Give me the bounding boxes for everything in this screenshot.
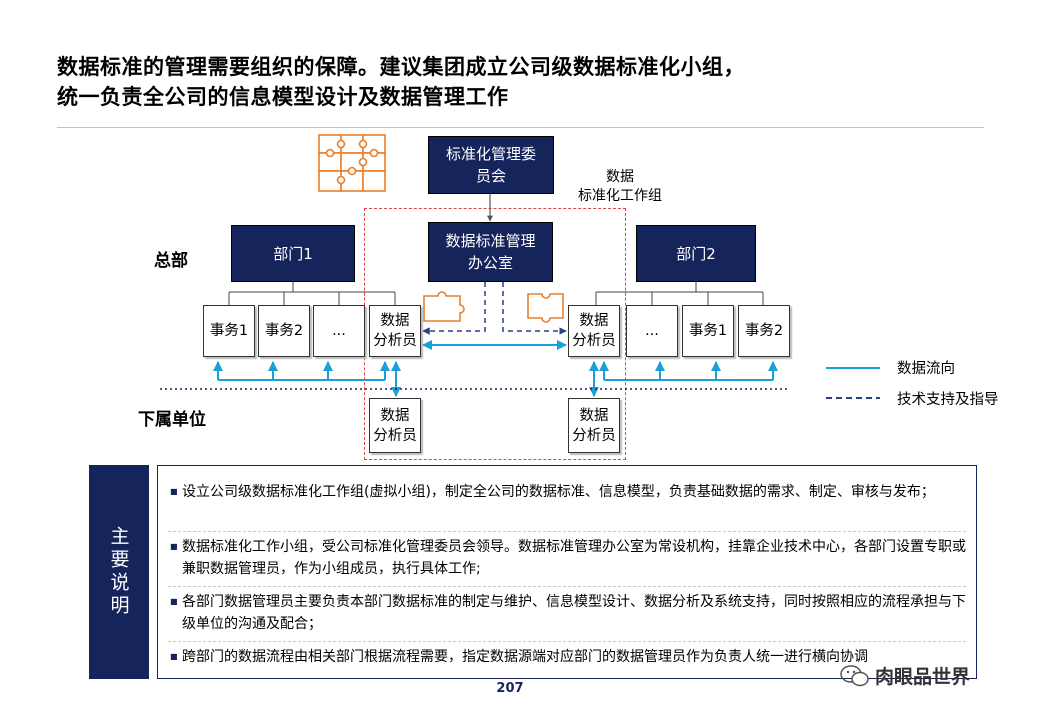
watermark: 肉眼品世界 (840, 662, 970, 689)
note-separator (168, 586, 966, 587)
watermark-text: 肉眼品世界 (875, 666, 971, 688)
right-sub-analyst-line-2: 分析员 (572, 427, 616, 444)
right-hq-analyst-line-1: 数据 (579, 313, 609, 329)
data-standard-office-box: 数据标准管理 办公室 (428, 222, 553, 282)
page-title: 数据标准的管理需要组织的保障。建议集团成立公司级数据标准化小组， 统一负责全公司… (57, 52, 745, 112)
note-separator (168, 641, 966, 642)
subsidiary-label: 下属单位 (138, 410, 206, 430)
working-group-label-line-2: 标准化工作组 (578, 188, 662, 204)
right-task-box-more: ... (626, 305, 678, 357)
wechat-icon (840, 664, 869, 686)
right-task-box-2: 事务2 (738, 305, 790, 357)
note-item-2: 数据标准化工作小组，受公司标准化管理委员会领导。数据标准管理办公室为常设机构，挂… (170, 536, 970, 580)
title-line-1: 数据标准的管理需要组织的保障。建议集团成立公司级数据标准化小组， (57, 55, 745, 79)
puzzle-piece-icon (423, 291, 465, 322)
legend-tech-support-label: 技术支持及指导 (897, 392, 999, 408)
page-number: 207 (496, 681, 524, 696)
committee-line-1: 标准化管理委 (445, 145, 536, 163)
right-subsidiary-analyst-box: 数据 分析员 (568, 398, 620, 453)
department-1-box: 部门1 (231, 225, 355, 282)
puzzle-piece-icon-right (527, 293, 564, 323)
title-divider (57, 127, 984, 128)
dept1-tree (228, 282, 396, 305)
dept2-tree (595, 282, 764, 305)
puzzle-grid-icon (318, 134, 386, 192)
working-group-label-line-1: 数据 (606, 169, 634, 185)
note-item-4: 跨部门的数据流程由相关部门根据流程需要，指定数据源端对应部门的数据管理员作为负责… (170, 646, 970, 668)
notes-tab-label: 主要说明 (107, 526, 130, 618)
right-hq-analyst-line-2: 分析员 (572, 333, 616, 349)
left-task-box-1: 事务1 (203, 305, 255, 357)
office-line-2: 办公室 (467, 254, 513, 272)
title-line-2: 统一负责全公司的信息模型设计及数据管理工作 (57, 85, 509, 109)
right-task-box-1: 事务1 (682, 305, 734, 357)
left-task-box-2: 事务2 (258, 305, 310, 357)
note-item-3: 各部门数据管理员主要负责本部门数据标准的制定与维护、信息模型设计、数据分析及系统… (170, 591, 970, 635)
committee-line-2: 员会 (475, 167, 506, 185)
right-data-flow (589, 361, 778, 397)
notes-panel: 设立公司级数据标准化工作组(虚拟小组)，制定全公司的数据标准、信息模型，负责基础… (157, 465, 977, 679)
legend-data-flow-label: 数据流向 (897, 361, 955, 377)
left-task-box-more: ... (313, 305, 365, 357)
left-data-flow (213, 361, 401, 397)
note-item-1: 设立公司级数据标准化工作组(虚拟小组)，制定全公司的数据标准、信息模型，负责基础… (170, 481, 970, 503)
left-sub-analyst-line-2: 分析员 (373, 427, 417, 444)
right-hq-analyst-box: 数据 分析员 (568, 305, 620, 357)
department-2-box: 部门2 (636, 225, 756, 282)
working-group-label: 数据 标准化工作组 (568, 168, 672, 206)
hq-label: 总部 (154, 251, 188, 271)
notes-tab: 主要说明 (89, 465, 149, 679)
left-hq-analyst-line-2: 分析员 (373, 333, 417, 349)
tech-support-lines (422, 282, 567, 335)
left-hq-analyst-line-1: 数据 (380, 313, 410, 329)
left-hq-analyst-box: 数据 分析员 (369, 305, 421, 357)
left-subsidiary-analyst-box: 数据 分析员 (369, 398, 421, 453)
right-sub-analyst-line-1: 数据 (579, 407, 609, 424)
standardization-committee-box: 标准化管理委 员会 (428, 136, 554, 194)
left-sub-analyst-line-1: 数据 (380, 407, 410, 424)
office-line-1: 数据标准管理 (445, 232, 536, 250)
note-separator (168, 531, 966, 532)
